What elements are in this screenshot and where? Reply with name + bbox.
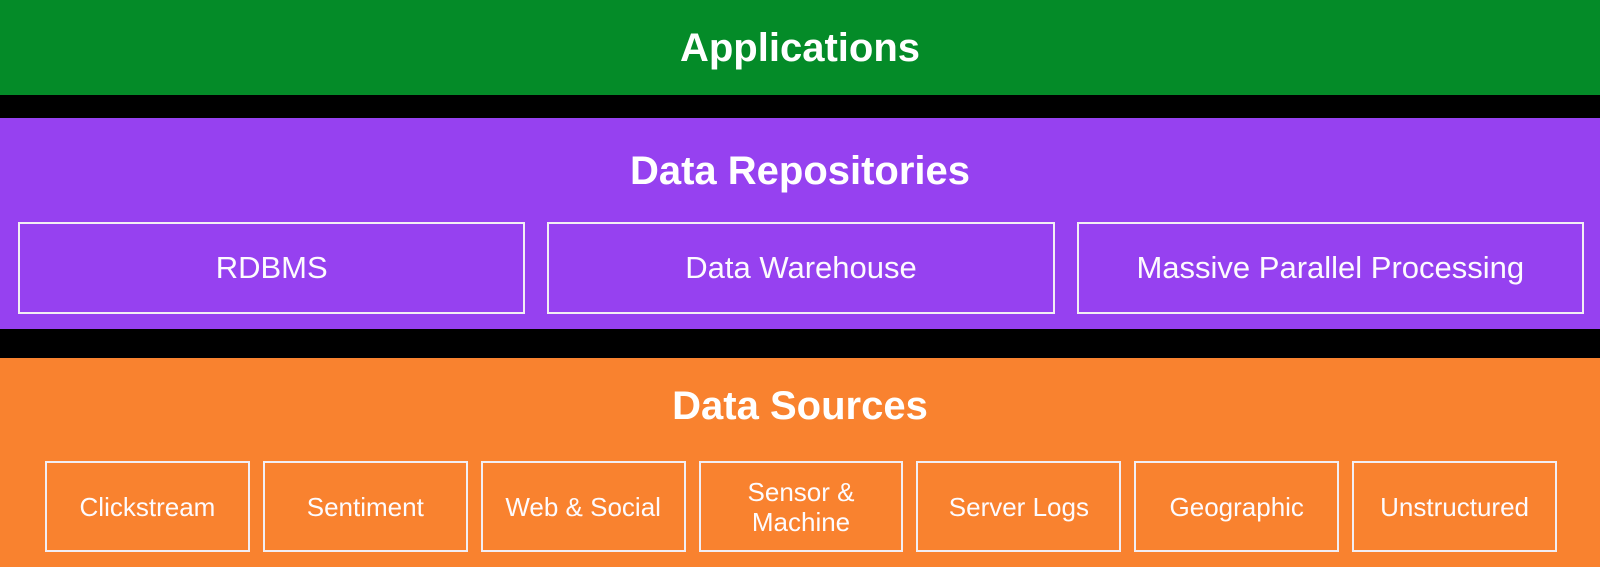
repositories-box-row: RDBMS Data Warehouse Massive Parallel Pr… <box>0 222 1600 314</box>
applications-layer: Applications <box>0 0 1600 95</box>
box-sensor-machine: Sensor & Machine <box>698 461 904 552</box>
data-sources-layer: Data Sources Clickstream Sentiment Web &… <box>0 358 1600 567</box>
data-repositories-layer: Data Repositories RDBMS Data Warehouse M… <box>0 118 1600 329</box>
box-unstructured: Unstructured <box>1352 461 1558 552</box>
box-web-social: Web & Social <box>480 461 686 552</box>
box-data-warehouse: Data Warehouse <box>547 222 1055 314</box>
box-data-warehouse-label: Data Warehouse <box>685 250 917 285</box>
box-rdbms-label: RDBMS <box>215 250 328 285</box>
box-web-social-label: Web & Social <box>505 491 661 522</box>
data-repositories-layer-title: Data Repositories <box>629 149 971 193</box>
sources-box-row: Clickstream Sentiment Web & Social Senso… <box>0 461 1600 552</box>
box-clickstream-label: Clickstream <box>79 491 216 522</box>
box-rdbms: RDBMS <box>18 222 526 314</box>
box-sensor-machine-label: Sensor & Machine <box>747 476 855 537</box>
box-server-logs: Server Logs <box>916 461 1122 552</box>
box-server-logs-label: Server Logs <box>948 491 1089 522</box>
box-massive-parallel-processing-label: Massive Parallel Processing <box>1136 250 1525 285</box>
layer-separator <box>0 95 1600 118</box>
box-sentiment: Sentiment <box>262 461 468 552</box>
box-geographic: Geographic <box>1134 461 1340 552</box>
data-sources-layer-title: Data Sources <box>672 384 928 428</box>
box-sentiment-label: Sentiment <box>306 491 424 522</box>
box-massive-parallel-processing: Massive Parallel Processing <box>1076 222 1584 314</box>
layer-separator <box>0 329 1600 358</box>
box-geographic-label: Geographic <box>1169 491 1304 522</box>
box-clickstream: Clickstream <box>45 461 250 552</box>
box-unstructured-label: Unstructured <box>1380 491 1529 522</box>
applications-layer-title: Applications <box>679 25 921 70</box>
